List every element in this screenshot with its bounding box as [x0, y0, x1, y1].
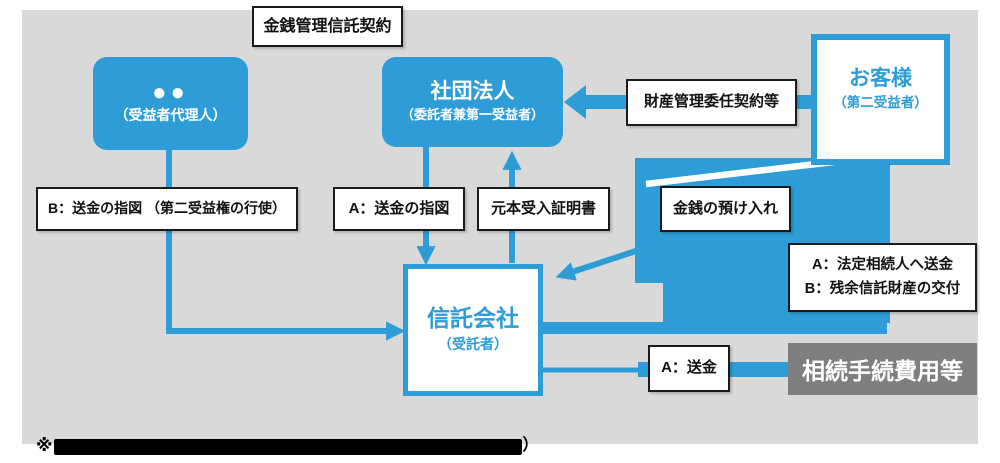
b-instruction-label: B：送金の指図 （第二受益権の行使）	[36, 187, 298, 231]
footnote-prefix: ※	[36, 436, 53, 455]
a-instruction-text: A：送金の指図	[348, 199, 450, 217]
beneficiary-agent-node: ●● （受益者代理人）	[93, 57, 248, 150]
inheritance-expenses-text: 相続手続費用等	[802, 358, 963, 384]
association-subtitle: （委託者兼第一受益者）	[400, 107, 544, 123]
customer-subtitle: （第二受益者）	[833, 95, 928, 111]
trust-company-title: 信託会社	[427, 305, 519, 332]
customer-title: お客様	[849, 67, 912, 90]
property-delegation-label: 財産管理委任契約等	[626, 79, 797, 126]
beneficiary-agent-title: ●●	[152, 79, 189, 106]
trust-company-subtitle: （受託者）	[438, 336, 508, 353]
trust-company-node: 信託会社 （受託者）	[403, 264, 543, 396]
ab-distribution-label: A：法定相続人へ送金 B：残余信託財産の交付	[788, 243, 977, 312]
beneficiary-agent-subtitle: （受益者代理人）	[114, 107, 227, 123]
ab-distribution-line1: A：法定相続人へ送金	[812, 256, 953, 273]
customer-node: お客様 （第二受益者）	[811, 34, 950, 165]
property-delegation-text: 財産管理委任契約等	[643, 93, 779, 111]
footnote-suffix: ）	[522, 437, 539, 454]
a-remittance-label: A：送金	[648, 345, 730, 392]
inheritance-expenses-box: 相続手続費用等	[788, 343, 977, 395]
principal-receipt-label: 元本受入証明書	[477, 187, 610, 231]
contract-label-text: 金銭管理信託契約	[263, 17, 392, 35]
a-remittance-text: A：送金	[661, 359, 717, 377]
a-instruction-label: A：送金の指図	[333, 187, 465, 231]
footnote: ※ ）	[36, 436, 539, 456]
principal-receipt-text: 元本受入証明書	[490, 199, 596, 217]
association-node: 社団法人 （委託者兼第一受益者）	[382, 57, 563, 147]
ab-distribution-line2: B：残余信託財産の交付	[804, 280, 961, 297]
money-deposit-text: 金銭の預け入れ	[672, 199, 778, 217]
contract-label: 金銭管理信託契約	[252, 6, 403, 47]
money-deposit-label: 金銭の預け入れ	[660, 186, 791, 232]
footnote-redaction-bar	[53, 439, 522, 455]
association-title: 社団法人	[430, 80, 515, 104]
b-instruction-text: B：送金の指図 （第二受益権の行使）	[48, 200, 286, 217]
